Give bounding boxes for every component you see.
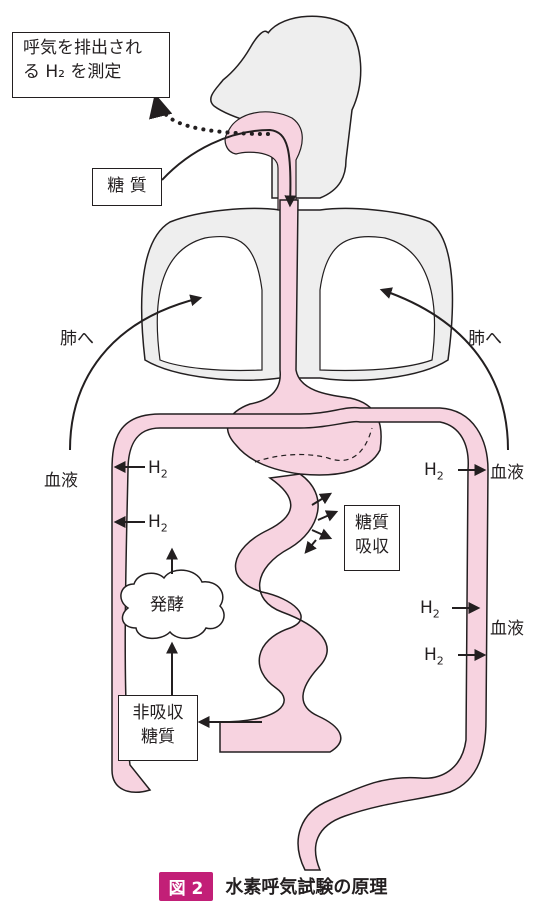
absorb-arrow-2	[317, 510, 339, 522]
absorption-line-2: 吸収	[355, 536, 389, 557]
h2-left-1: H2	[148, 457, 168, 482]
h2-right-1-sub: 2	[436, 469, 444, 483]
sugar-label: 糖 質	[107, 176, 147, 196]
to-lung-right-label: 肺へ	[468, 329, 502, 349]
h2-left-1-symbol: H	[148, 458, 161, 478]
h2-right-1: H2	[424, 459, 444, 484]
figure-title: 水素呼気試験の原理	[225, 877, 388, 898]
absorb-arrow-1	[311, 492, 333, 506]
sugar-box: 糖 質	[92, 168, 162, 206]
exhale-box-line-2: る H₂ を測定	[23, 61, 122, 82]
exhale-box-line-1: 呼気を排出され	[23, 38, 142, 58]
nonabsorbed-line-1: 非吸収	[132, 703, 184, 723]
h2-right-2-sub: 2	[432, 607, 440, 621]
blood-right-lower-label: 血液	[490, 619, 524, 639]
h2-right-1-symbol: H	[424, 460, 437, 480]
blood-to-lung-right-arrow	[379, 287, 509, 451]
absorption-line-1: 糖質	[355, 513, 389, 533]
face-profile	[210, 30, 273, 129]
absorption-box: 糖質 吸収	[344, 505, 400, 571]
lung-right	[319, 236, 436, 372]
figure-caption: 図 2 水素呼気試験の原理	[0, 871, 546, 901]
figure-number-tag: 図 2	[158, 871, 214, 901]
absorb-arrow-4	[304, 539, 317, 554]
h2-right-3-symbol: H	[424, 645, 437, 665]
h2-left-1-sub: 2	[160, 467, 168, 481]
blood-left-label: 血液	[44, 471, 78, 491]
blood-to-lung-left-arrow	[69, 294, 203, 451]
fermentation-cloud	[120, 569, 225, 640]
stomach-dashed-line	[254, 427, 373, 463]
nonabsorbed-line-2: 糖質	[141, 726, 175, 747]
h2-right-3-sub: 2	[436, 654, 444, 668]
sugar-intake-arrow	[161, 128, 297, 208]
h2-right-2-symbol: H	[420, 598, 433, 618]
h2-right-2: H2	[420, 597, 440, 622]
small-intestine	[219, 473, 342, 753]
absorb-arrow-3	[311, 528, 333, 540]
exhale-measure-box: 呼気を排出され る H₂ を測定	[12, 32, 170, 98]
h2-left-2-sub: 2	[160, 521, 168, 535]
lung-left	[156, 236, 263, 372]
colon	[111, 406, 489, 871]
to-lung-left-label: 肺へ	[60, 329, 94, 349]
blood-right-upper-label: 血液	[490, 463, 524, 483]
nonabsorbed-box: 非吸収 糖質	[118, 695, 198, 761]
h2-left-2: H2	[148, 511, 168, 536]
h2-left-2-symbol: H	[148, 512, 161, 532]
fermentation-label: 発酵	[150, 595, 184, 615]
head-silhouette	[258, 15, 362, 199]
esophagus-stomach	[226, 199, 382, 476]
h2-right-3: H2	[424, 644, 444, 669]
